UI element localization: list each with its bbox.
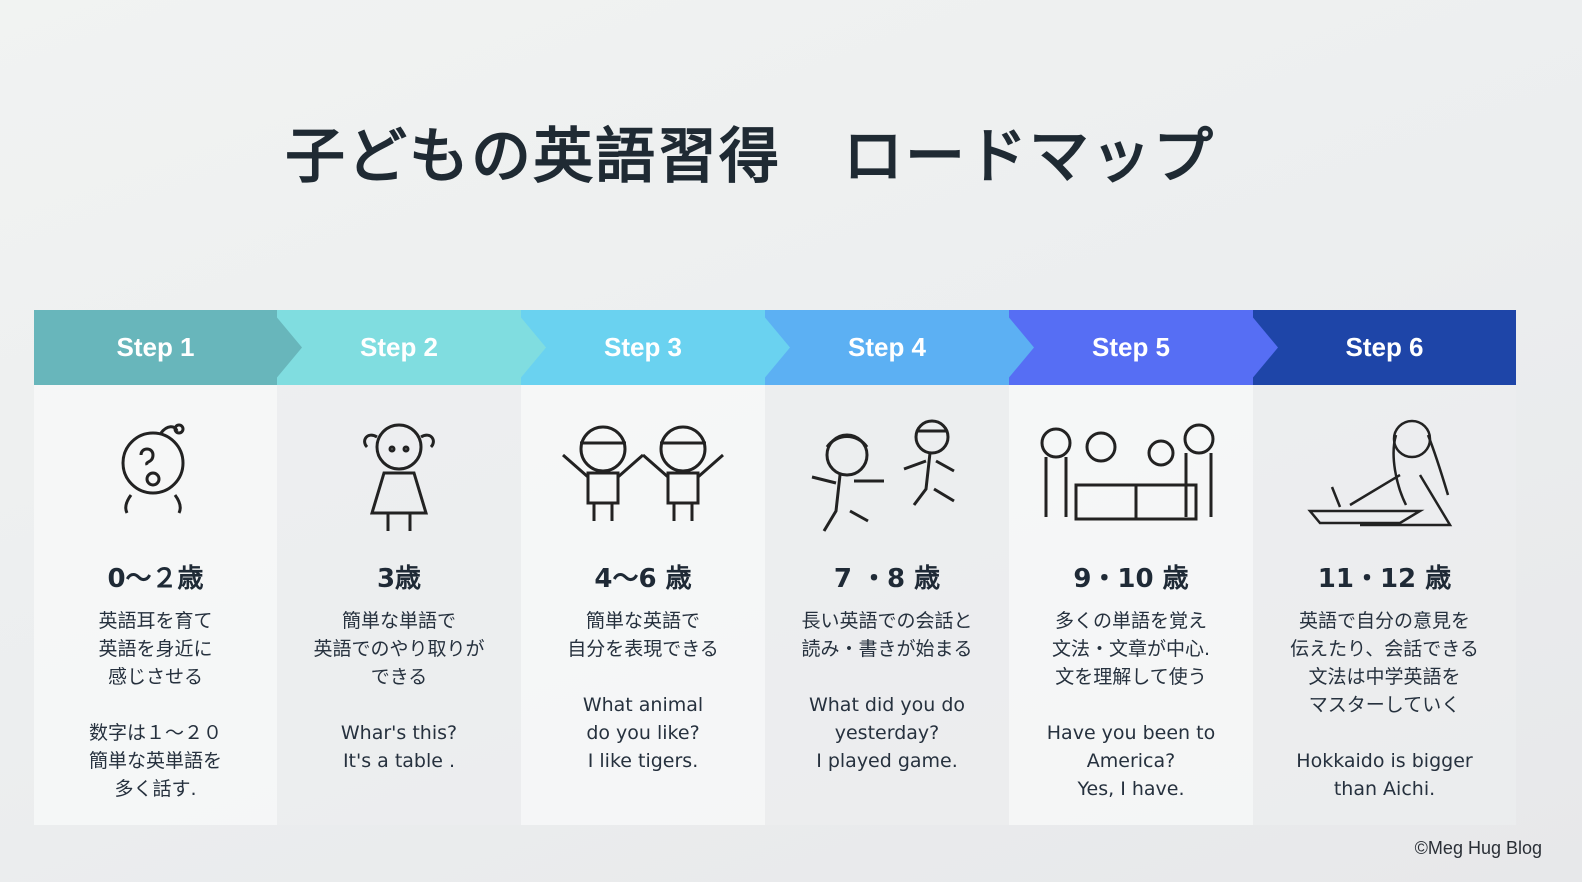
step-label: Step 5: [1091, 332, 1171, 362]
step-age: 11・12 歳: [1317, 564, 1452, 594]
step-label: Step 6: [1345, 332, 1424, 362]
step-age: 3歳: [376, 564, 422, 594]
roadmap: Step 1 0〜２歳 英語耳を育て 英語を身近に 感じさせる 数字は１〜２０ …: [34, 310, 1516, 825]
girl-writing-icon: [1253, 415, 1516, 555]
kindergarten-kids-icon: [521, 415, 765, 555]
step-age: 7 ・8 歳: [833, 564, 941, 594]
step-age: 0〜２歳: [107, 564, 204, 594]
running-kids-icon: [765, 415, 1009, 555]
step-label: Step 3: [603, 332, 683, 362]
copyright-credit: ©Meg Hug Blog: [1414, 838, 1542, 858]
step-column-6: Step 6 11・12 歳 英語で自分の意見を 伝えたり、会話できる 文法は中…: [1253, 310, 1516, 825]
step-column-1: Step 1 0〜２歳 英語耳を育て 英語を身近に 感じさせる 数字は１〜２０ …: [34, 310, 302, 825]
step-body: [34, 385, 277, 825]
girl-icon: [277, 415, 521, 555]
step-header: Step 4: [765, 310, 1009, 385]
step-body: [765, 385, 1009, 825]
step-label: Step 4: [847, 332, 927, 362]
step-header: Step 3: [521, 310, 765, 385]
step-age: 4〜6 歳: [594, 564, 692, 594]
step-label: Step 2: [359, 332, 439, 362]
step-description: 多くの単語を覚え 文法・文章が中心. 文を理解して使う Have you bee…: [1046, 610, 1216, 800]
step-body: [1253, 385, 1516, 825]
step-header: Step 1: [34, 310, 277, 385]
step-column-3: Step 3 4〜6 歳 簡単な英語で 自分を表現できる What animal…: [521, 310, 790, 825]
baby-icon: [34, 415, 277, 555]
step-description: 英語耳を育て 英語を身近に 感じさせる 数字は１〜２０ 簡単な英単語を 多く話す…: [88, 610, 222, 800]
step-body: [277, 385, 521, 825]
step-description: 簡単な単語で 英語でのやり取りが できる Whar's this? It's a…: [313, 610, 485, 772]
step-label: Step 1: [116, 332, 195, 362]
step-header: Step 5: [1009, 310, 1253, 385]
students-at-desks-icon: [1009, 415, 1253, 555]
step-description: 長い英語での会話と 読み・書きが始まる What did you do yest…: [801, 610, 973, 772]
step-description: 簡単な英語で 自分を表現できる What animal do you like?…: [567, 610, 719, 772]
page-title: 子どもの英語習得 ロードマップ: [285, 122, 1215, 192]
step-description: 英語で自分の意見を 伝えたり、会話できる 文法は中学英語を マスターしていく H…: [1290, 610, 1479, 800]
step-header: Step 2: [277, 310, 521, 385]
step-column-4: Step 4 7 ・8 歳 長い英語での会話と 読み・書きが始まる What d…: [765, 310, 1034, 825]
step-age: 9・10 歳: [1073, 564, 1189, 594]
step-header: Step 6: [1253, 310, 1516, 385]
step-column-5: Step 5 9・10 歳 多くの単語を覚え 文法・文章が中心. 文を理解して使…: [1009, 310, 1278, 825]
step-column-2: Step 2 3歳 簡単な単語で 英語でのやり取りが できる Whar's th…: [277, 310, 546, 825]
step-body: [521, 385, 765, 825]
